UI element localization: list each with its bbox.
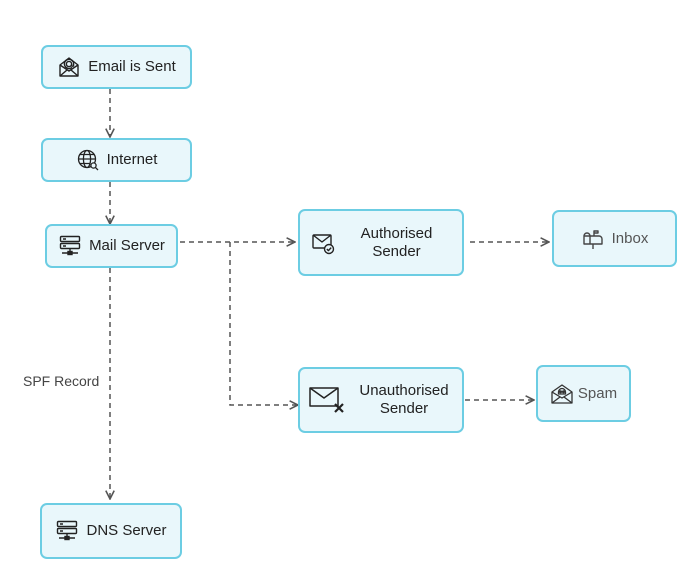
globe-search-icon xyxy=(76,148,100,172)
mail-skull-icon xyxy=(550,382,574,406)
node-authorised-sender[interactable]: Authorised Sender xyxy=(298,209,464,276)
email-at-icon xyxy=(57,55,81,79)
server-icon xyxy=(55,519,79,543)
node-mail-server-label: Mail Server xyxy=(89,237,165,254)
server-icon xyxy=(58,234,82,258)
node-spam-label: Spam xyxy=(577,384,618,402)
node-authorised-sender-label: Authorised Sender xyxy=(360,224,433,260)
node-unauthorised-sender[interactable]: Unauthorised Sender xyxy=(298,367,464,433)
mailbox-icon xyxy=(581,227,605,251)
node-internet-label: Internet xyxy=(106,151,158,168)
node-inbox-label: Inbox xyxy=(611,229,649,247)
node-dns-server-label: DNS Server xyxy=(86,522,167,539)
connector-mailserver-unauthorised xyxy=(229,242,298,405)
node-unauthorised-sender-label: Unauthorised Sender xyxy=(359,382,449,417)
node-email-sent[interactable]: Email is Sent xyxy=(41,45,192,89)
node-spam[interactable]: Spam xyxy=(536,365,631,422)
node-internet[interactable]: Internet xyxy=(41,138,192,182)
node-mail-server[interactable]: Mail Server xyxy=(45,224,178,268)
mail-check-icon xyxy=(311,231,335,255)
node-dns-server[interactable]: DNS Server xyxy=(40,503,182,559)
spf-record-label: SPF Record xyxy=(22,373,101,389)
node-inbox[interactable]: Inbox xyxy=(552,210,677,267)
mail-x-icon xyxy=(308,385,346,415)
node-email-sent-label: Email is Sent xyxy=(88,58,176,75)
